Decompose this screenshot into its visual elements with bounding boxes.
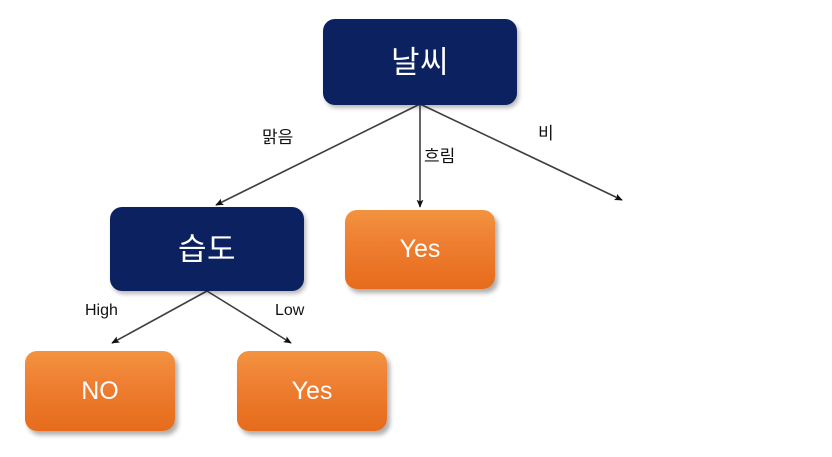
node-label: NO — [81, 376, 119, 405]
node-yes-overcast[interactable]: Yes — [345, 210, 495, 289]
edge-root-to-humidity — [215, 103, 421, 206]
edge-label-sunny: 맑음 — [262, 128, 294, 147]
node-root-weather[interactable]: 날씨 — [323, 19, 517, 105]
edge-label-low: Low — [275, 302, 305, 319]
node-label: 습도 — [177, 231, 237, 267]
edge-label-overcast: 흐림 — [424, 147, 456, 166]
node-no-high-humidity[interactable]: NO — [25, 351, 175, 431]
node-label: Yes — [399, 235, 441, 263]
edge-label-high: High — [85, 302, 118, 319]
node-yes-low-humidity[interactable]: Yes — [237, 351, 387, 431]
edge-label-rain: 비 — [538, 124, 554, 143]
node-humidity[interactable]: 습도 — [110, 207, 304, 291]
node-label: 날씨 — [390, 44, 450, 80]
node-label: Yes — [291, 376, 333, 405]
edge-humidity-to-no — [111, 290, 208, 344]
